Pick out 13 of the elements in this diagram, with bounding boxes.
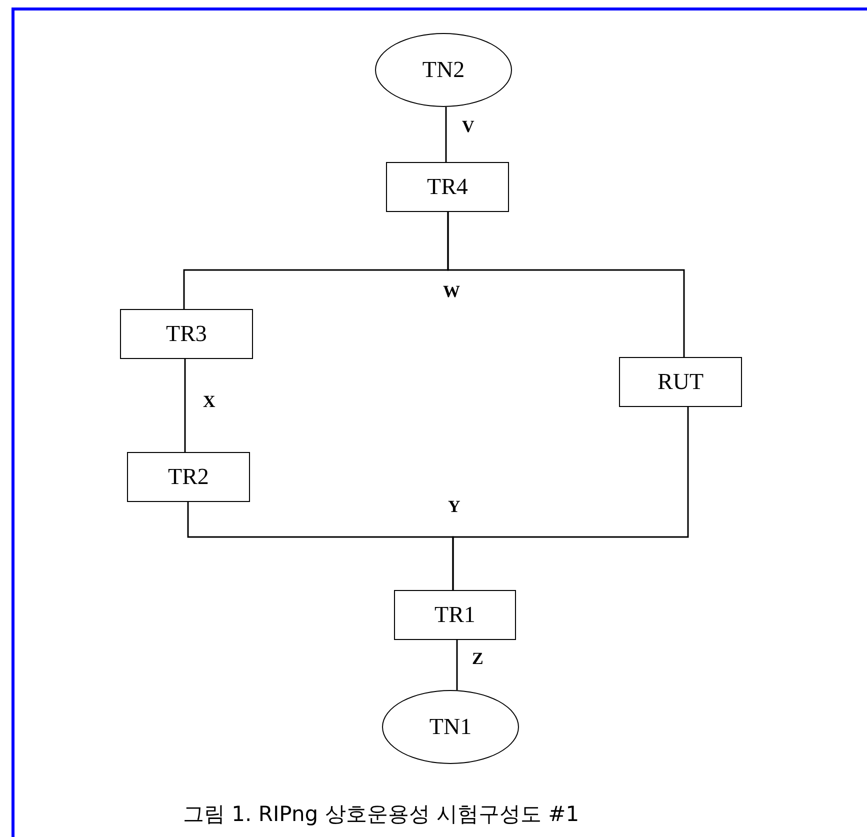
router-box: RUT	[619, 357, 742, 407]
connector-line	[447, 212, 685, 357]
router-box: TR2	[127, 452, 250, 502]
connector-line	[456, 640, 458, 690]
terminal-node: TN1	[382, 690, 519, 764]
connector-line	[452, 407, 689, 590]
caption: 그림 1. RIPng 상호운용성 시험구성도 #1	[183, 801, 580, 828]
router-box: TR3	[120, 309, 253, 359]
connector-line	[445, 106, 447, 162]
router-box: TR4	[386, 162, 509, 212]
terminal-node: TN2	[375, 33, 512, 107]
router-box: TR1	[394, 590, 516, 640]
connector-line	[184, 359, 186, 452]
